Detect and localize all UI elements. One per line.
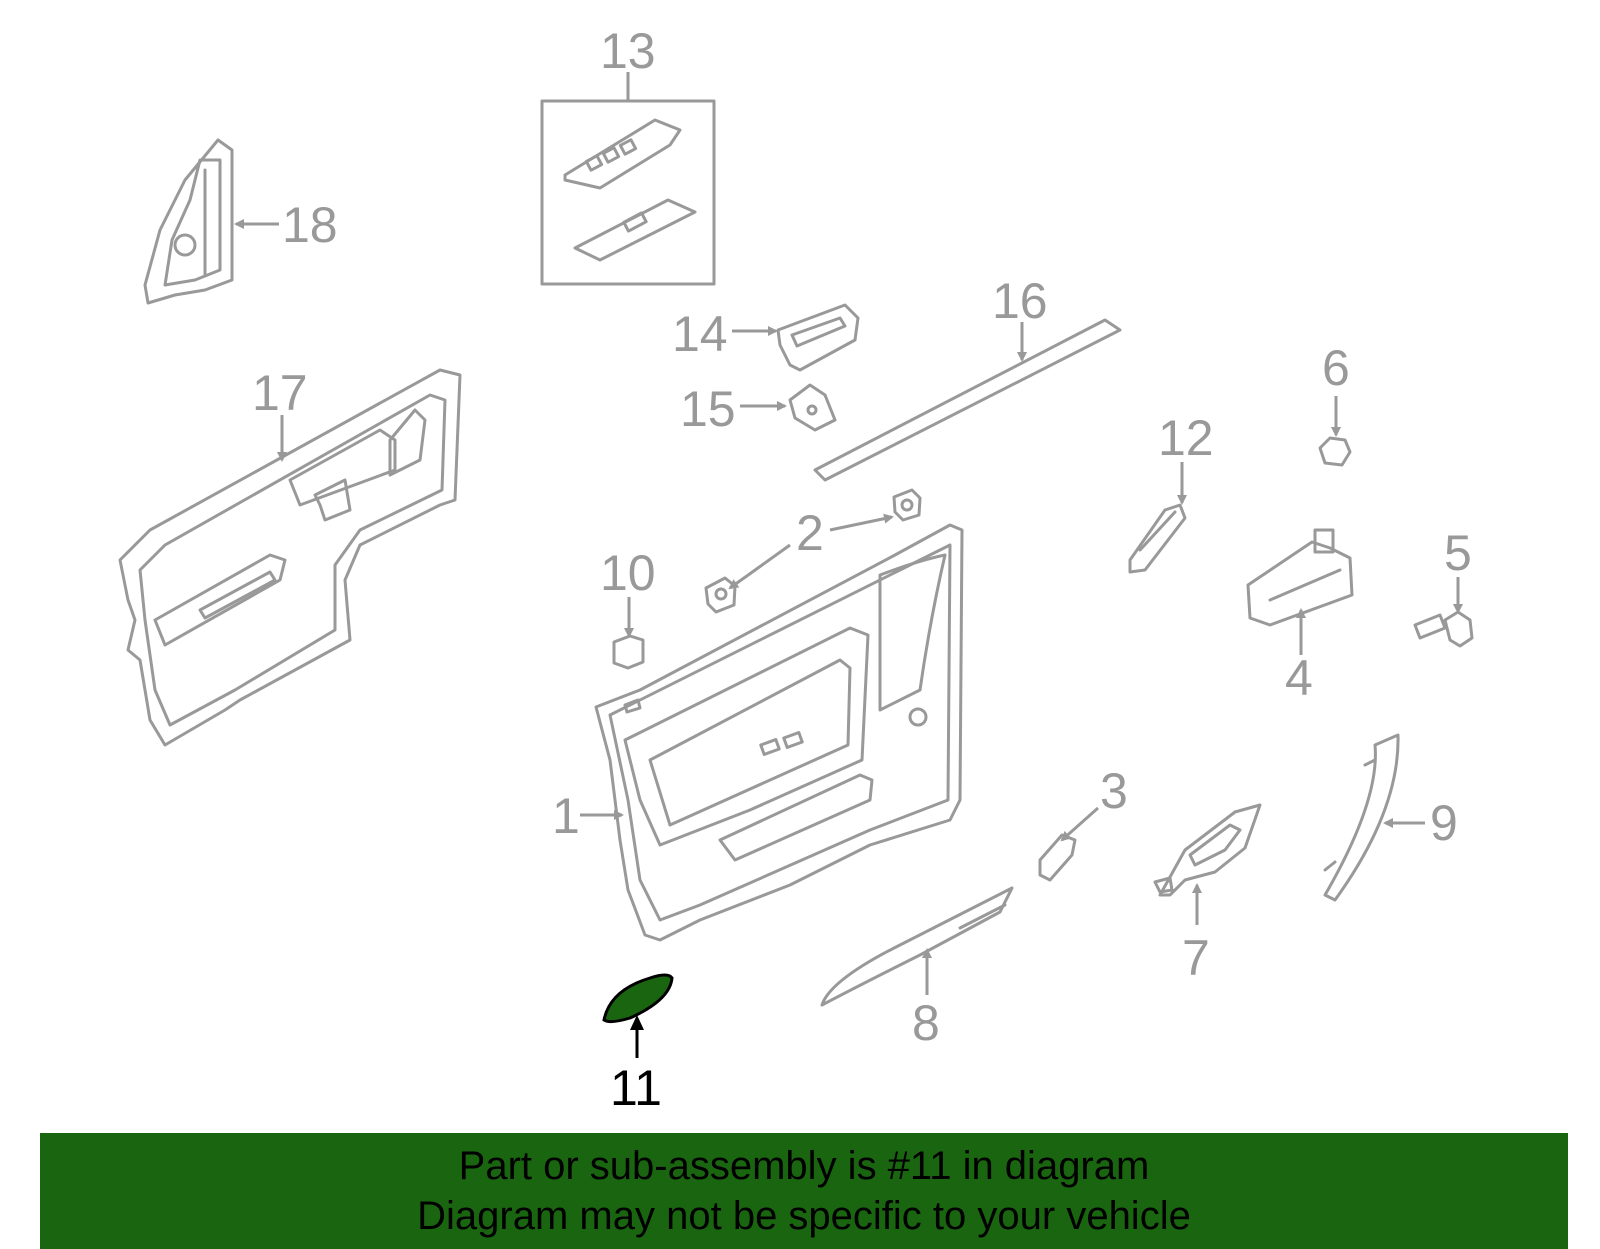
part-10-clip bbox=[612, 634, 645, 670]
callout-18: 18 bbox=[282, 197, 338, 253]
callout-2: 2 bbox=[796, 505, 824, 561]
callout-17: 17 bbox=[252, 365, 308, 421]
part-8-trim-strip bbox=[820, 886, 1014, 1007]
callout-5: 5 bbox=[1444, 525, 1472, 581]
leader-2 bbox=[728, 513, 894, 590]
leader-11 bbox=[630, 1015, 644, 1058]
callout-11: 11 bbox=[610, 1060, 662, 1116]
callout-3: 3 bbox=[1100, 763, 1128, 819]
part-6-nut bbox=[1318, 436, 1352, 467]
callout-8: 8 bbox=[912, 995, 940, 1051]
callout-9: 9 bbox=[1430, 795, 1458, 851]
part-11-highlighted[interactable] bbox=[602, 973, 674, 1024]
part-15-bracket bbox=[788, 383, 837, 432]
callout-7: 7 bbox=[1182, 930, 1210, 986]
part-4-handle-bracket bbox=[1246, 528, 1354, 627]
part-2-clips bbox=[704, 488, 922, 614]
callout-14: 14 bbox=[672, 306, 728, 362]
part-18-mirror-trim bbox=[143, 138, 234, 305]
info-banner: Part or sub-assembly is #11 in diagram D… bbox=[40, 1133, 1568, 1249]
banner-line-1: Part or sub-assembly is #11 in diagram bbox=[458, 1144, 1150, 1188]
part-13-switch-kit bbox=[540, 99, 716, 286]
callout-16: 16 bbox=[992, 273, 1048, 329]
callout-1: 1 bbox=[552, 788, 580, 844]
part-1-front-door-panel bbox=[594, 523, 964, 942]
part-17-rear-door-panel bbox=[118, 368, 462, 747]
callout-6: 6 bbox=[1322, 340, 1350, 396]
callout-12: 12 bbox=[1158, 410, 1214, 466]
banner-line-2: Diagram may not be specific to your vehi… bbox=[417, 1194, 1191, 1238]
part-3-lamp bbox=[1038, 833, 1077, 882]
part-12-pull-handle bbox=[1128, 503, 1187, 574]
callout-10: 10 bbox=[600, 545, 656, 601]
part-7-inside-handle bbox=[1153, 803, 1262, 897]
part-16-weatherstrip bbox=[813, 318, 1122, 482]
part-9-moulding bbox=[1323, 733, 1400, 902]
callout-13: 13 bbox=[600, 23, 656, 79]
leader-3 bbox=[1060, 806, 1099, 842]
part-14-switch-bezel bbox=[776, 303, 860, 372]
callout-4: 4 bbox=[1285, 650, 1313, 706]
callout-15: 15 bbox=[680, 381, 736, 437]
part-5-bolt bbox=[1413, 610, 1474, 648]
